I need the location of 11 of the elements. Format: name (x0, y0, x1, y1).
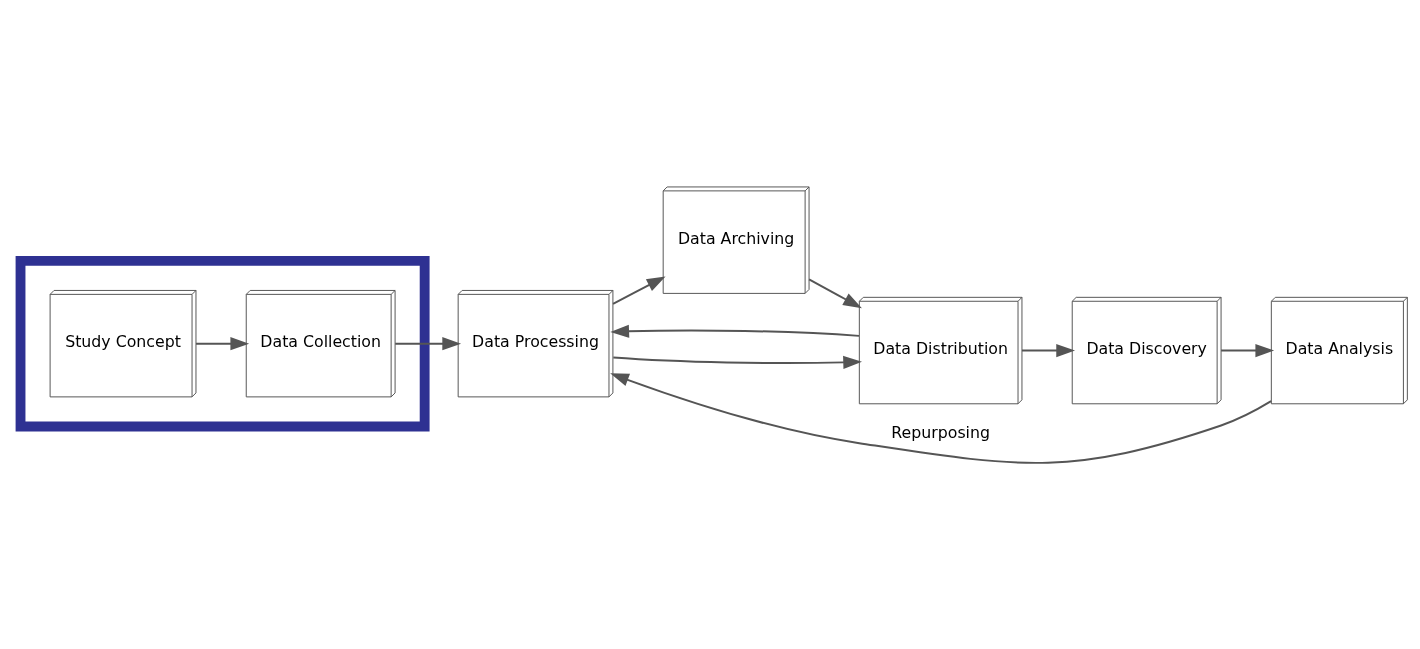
arrow (195, 336, 250, 350)
cluster (15, 255, 430, 431)
arrow (808, 277, 862, 308)
arrow (1021, 343, 1076, 357)
arrow (394, 336, 462, 350)
arrow (612, 355, 862, 369)
arrow (610, 372, 1273, 464)
edge-label: Repurposing (891, 422, 990, 442)
arrow (1220, 343, 1275, 357)
arrow (612, 275, 666, 305)
arrow (610, 324, 860, 338)
